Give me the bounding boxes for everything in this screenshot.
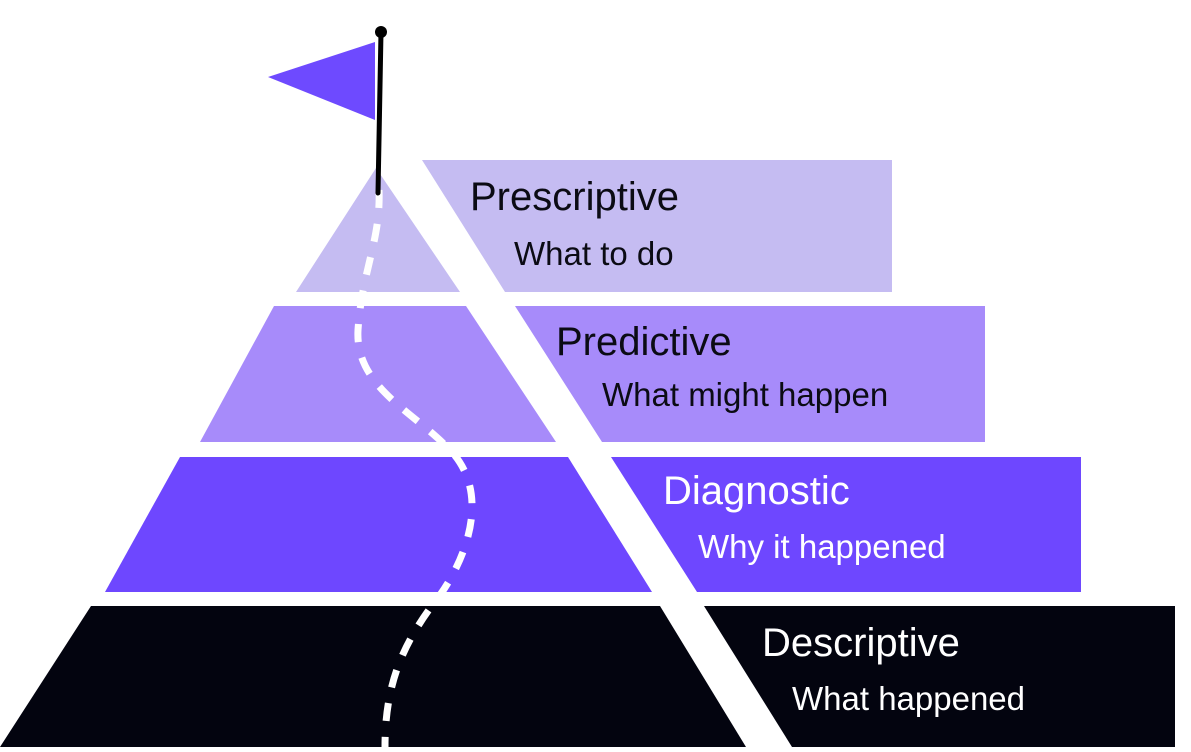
level-predictive-pyramid-section: [200, 306, 556, 442]
level-descriptive-label-band: [704, 606, 1175, 747]
level-prescriptive-subtitle: What to do: [514, 235, 674, 272]
flag-pole: [375, 29, 384, 196]
flag-pole-tip: [375, 26, 387, 38]
level-predictive: Predictive What might happen: [200, 306, 985, 442]
level-diagnostic-subtitle: Why it happened: [698, 528, 946, 565]
level-descriptive-subtitle: What happened: [792, 680, 1025, 717]
level-descriptive-pyramid-section: [0, 606, 746, 747]
level-prescriptive: Prescriptive What to do: [296, 160, 892, 292]
level-predictive-subtitle: What might happen: [602, 376, 888, 413]
flag-banner: [268, 42, 375, 120]
flag-icon: [268, 26, 387, 196]
level-diagnostic: Diagnostic Why it happened: [105, 457, 1081, 592]
level-descriptive-title: Descriptive: [762, 621, 960, 665]
level-prescriptive-label-band: [422, 160, 892, 292]
level-diagnostic-label-band: [611, 457, 1081, 592]
level-prescriptive-title: Prescriptive: [470, 175, 679, 219]
level-descriptive: Descriptive What happened: [0, 606, 1175, 747]
level-diagnostic-pyramid-section: [105, 457, 652, 592]
level-diagnostic-title: Diagnostic: [663, 469, 850, 513]
level-predictive-title: Predictive: [556, 320, 732, 364]
level-predictive-label-band: [515, 306, 985, 442]
